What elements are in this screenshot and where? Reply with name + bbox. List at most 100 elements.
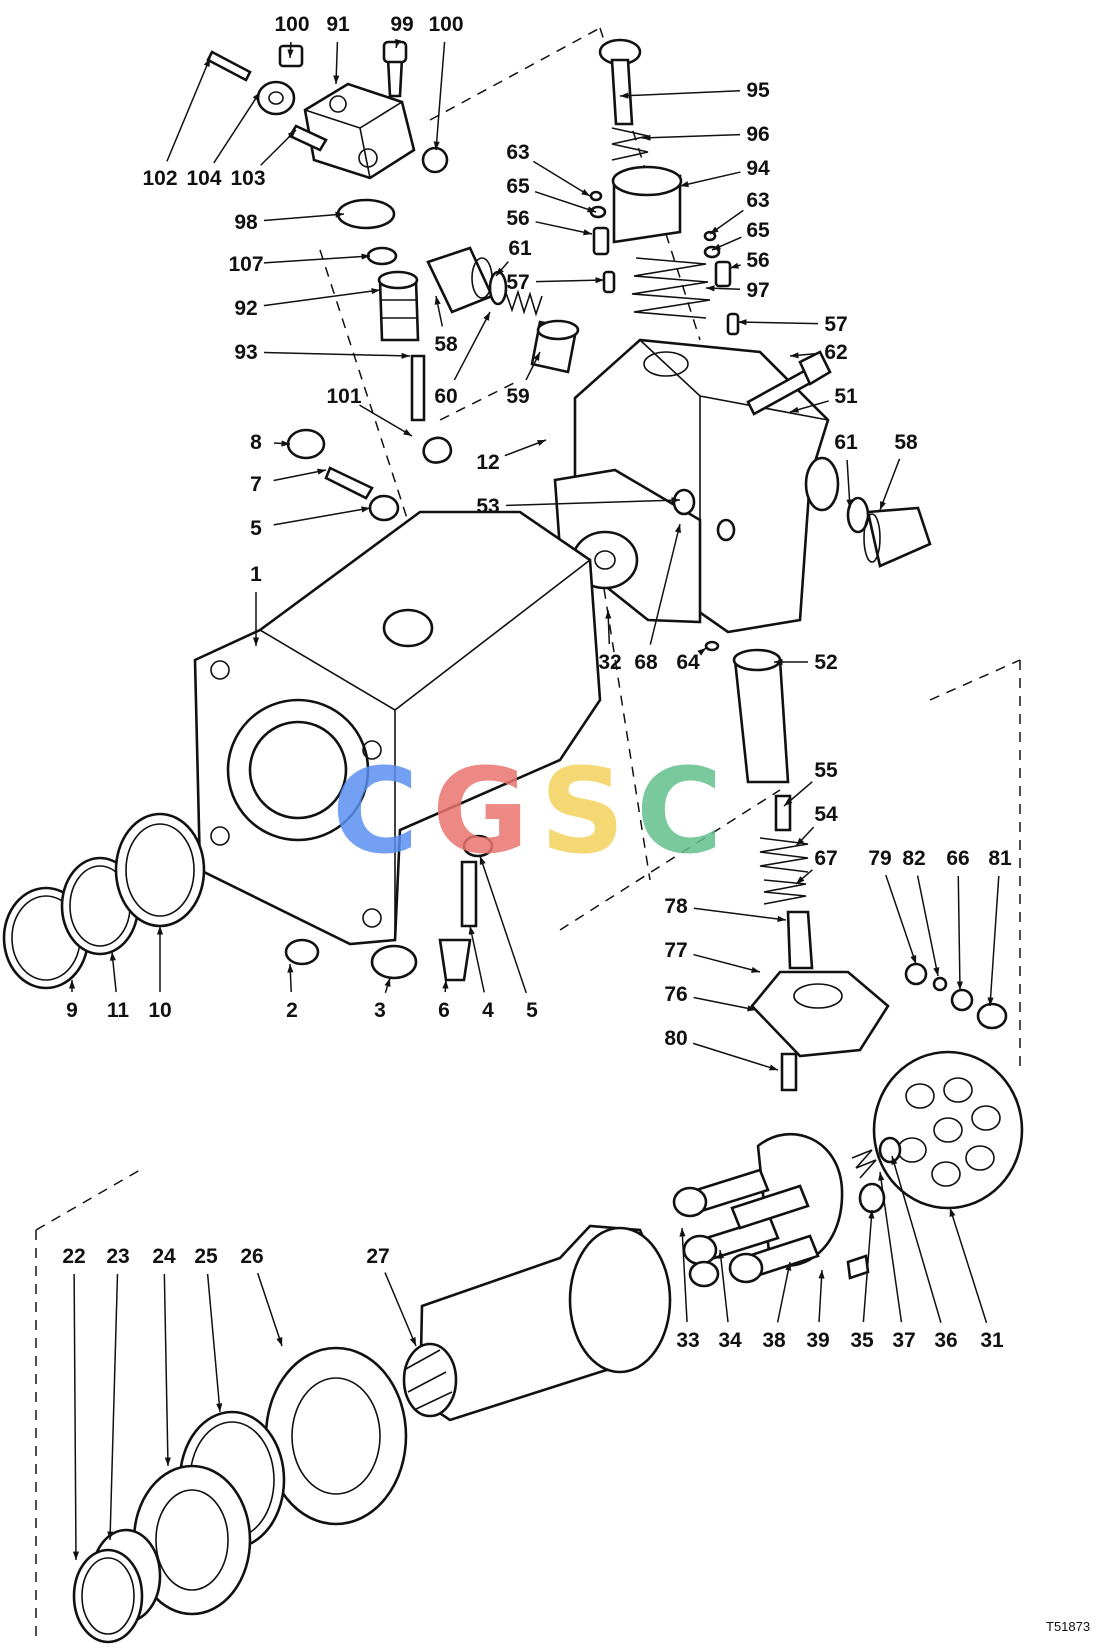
leader-line [109,1273,119,1541]
callout-number: 95 [746,79,770,102]
callout-number: 66 [946,847,969,870]
plug-82 [976,1002,1008,1030]
leader-arrowhead [72,1551,80,1560]
leader-line [989,875,1000,1007]
washer-63-left [589,190,603,202]
leader-arrowhead [738,319,747,326]
screw-56-right [714,260,732,288]
leader-arrowhead [674,524,681,533]
callout-number: 61 [508,237,532,260]
nut-77 [932,976,948,992]
block-76 [750,970,890,1058]
leader-arrowhead [479,856,486,865]
leader-arrowhead [496,267,504,276]
callout-number: 10 [148,999,171,1022]
watermark-letter: S [540,742,625,880]
cylinder-barrel-31 [872,1050,1024,1210]
leader-line [263,289,381,307]
leader-line [693,907,787,921]
callout-number: 103 [230,167,265,190]
leader-line [206,1273,221,1413]
callout-number: 32 [598,651,621,674]
callout-number: 61 [834,431,858,454]
callout-number: 33 [676,1329,699,1352]
leader-arrowhead [287,130,296,139]
callout-number: 100 [274,13,309,36]
leader-line [256,1272,283,1347]
callout-number: 93 [234,341,257,364]
callout-number: 5 [526,999,538,1022]
leader-line [505,499,681,507]
leader-line [862,1209,873,1323]
leader-arrowhead [679,1228,686,1237]
leader-line [719,1249,729,1323]
leader-arrowhead [276,1337,283,1346]
leader-arrowhead [680,181,689,188]
leader-arrowhead [395,39,402,48]
callout-number: 63 [746,189,769,212]
callout-number: 35 [850,1329,874,1352]
callout-number: 27 [366,1245,389,1268]
leader-line [681,1227,688,1323]
leader-line [435,41,446,151]
leader-line [163,1273,169,1467]
leader-arrowhead [790,352,799,359]
stud-4 [460,860,478,928]
callout-number: 62 [824,341,847,364]
cap-8 [286,428,326,460]
leader-arrowhead [442,980,449,989]
leader-arrowhead [987,997,994,1006]
leader-arrowhead [384,978,391,987]
leader-arrowhead [891,1156,898,1165]
leader-arrowhead [671,497,680,504]
leader-line [885,874,917,965]
leader-line [776,1261,791,1323]
leader-arrowhead [434,296,441,305]
control-piston-group [732,648,1008,1092]
leader-arrowhead [710,226,719,234]
leader-arrowhead [203,58,210,67]
callout-number: 36 [934,1329,957,1352]
leader-arrowhead [910,955,917,964]
nut-100-right [421,146,449,174]
leader-line [453,311,491,381]
callout-number: 91 [326,13,350,36]
leader-line [469,925,485,993]
leader-arrowhead [784,798,793,806]
screw-57-right [726,312,740,336]
callout-number: 96 [746,123,769,146]
nut-104 [256,80,296,116]
leader-arrowhead [587,206,596,213]
leader-line [532,160,591,197]
leader-arrowhead [769,1064,778,1071]
stud-102 [206,50,252,82]
plug-58-right [866,506,932,568]
callout-number: 37 [892,1329,915,1352]
pin-53 [672,488,696,516]
callout-number: 59 [506,385,529,408]
leader-arrowhead [281,440,290,447]
o-ring-61-left [488,270,508,306]
callout-number: 94 [746,157,770,180]
leader-arrowhead [533,352,540,361]
callout-number: 55 [814,759,838,782]
nut-5-bottom [462,834,494,858]
callout-number: 39 [806,1329,829,1352]
callout-number: 58 [434,333,458,356]
callout-number: 99 [390,13,413,36]
callout-number: 11 [107,999,130,1022]
shaft-group [72,1224,672,1644]
leader-arrowhead [796,876,805,884]
leader-arrowhead [361,253,370,260]
callout-number: 6 [438,999,450,1022]
ring-35 [858,1182,886,1214]
callout-number: 76 [664,983,687,1006]
leader-arrowhead [164,1457,171,1466]
leader-arrowhead [68,980,76,989]
plug-2 [284,938,320,966]
callout-number: 92 [234,297,257,320]
leader-arrowhead [620,92,629,99]
spring-37 [851,1149,877,1179]
seal-rings-group [2,812,206,990]
